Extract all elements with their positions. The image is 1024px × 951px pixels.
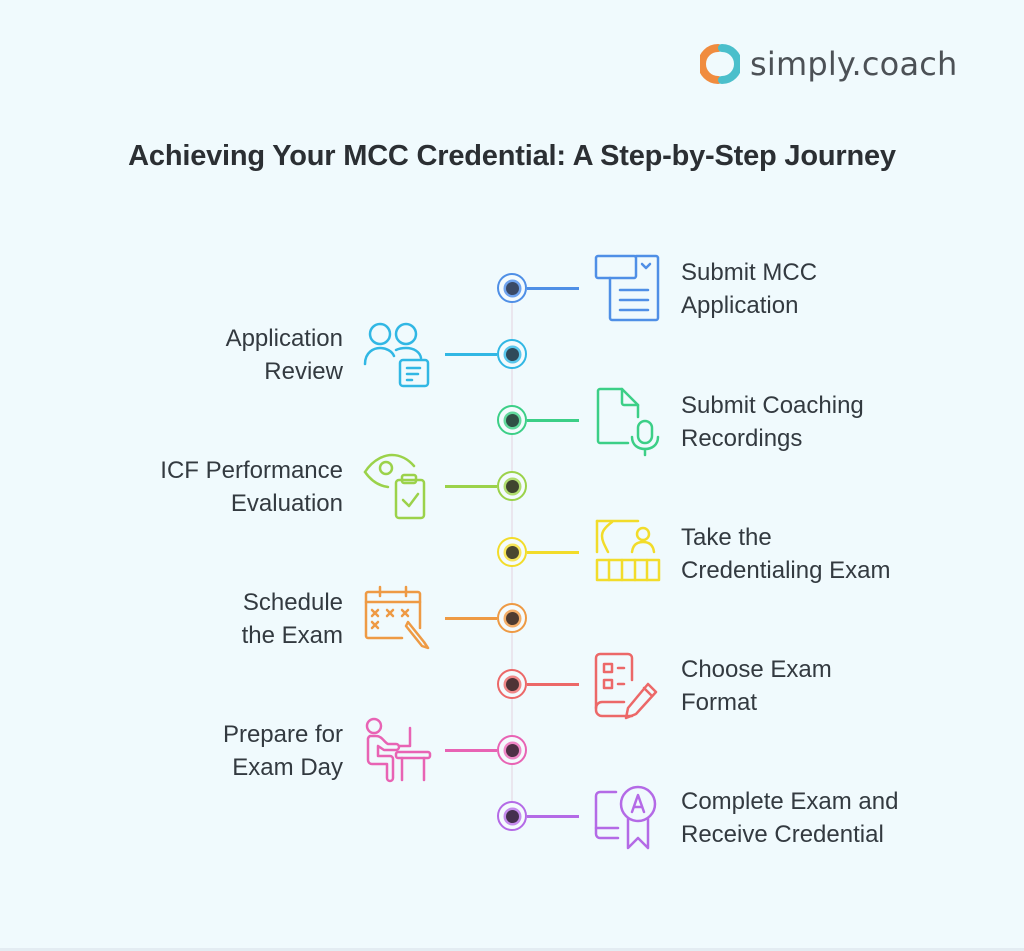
step-label: Take the Credentialing Exam bbox=[681, 524, 891, 584]
step-label: Submit MCC Application bbox=[681, 259, 818, 319]
step-node bbox=[497, 669, 527, 699]
step-connector bbox=[445, 485, 497, 488]
step-connector bbox=[445, 353, 497, 356]
award-certificate-icon bbox=[594, 785, 657, 850]
step-node bbox=[497, 471, 527, 501]
step-connector bbox=[445, 617, 497, 620]
application-form-icon bbox=[594, 254, 660, 322]
step-node bbox=[497, 603, 527, 633]
calendar-pencil-icon bbox=[364, 585, 430, 650]
brand-name: simply.coach bbox=[750, 45, 958, 83]
step-node bbox=[497, 801, 527, 831]
step-connector bbox=[527, 287, 579, 290]
exam-hall-icon bbox=[595, 519, 661, 582]
document-microphone-icon bbox=[596, 387, 660, 457]
step-connector bbox=[527, 419, 579, 422]
eye-clipboard-icon bbox=[363, 453, 426, 520]
step-connector bbox=[445, 749, 497, 752]
step-connector bbox=[527, 683, 579, 686]
step-node bbox=[497, 735, 527, 765]
person-at-desk-icon bbox=[365, 717, 432, 783]
bottom-edge bbox=[0, 948, 1024, 951]
brand-logo: simply.coach bbox=[700, 42, 958, 86]
step-connector bbox=[527, 551, 579, 554]
step-node bbox=[497, 537, 527, 567]
step-label: Prepare for Exam Day bbox=[222, 721, 343, 781]
step-label: Application Review bbox=[225, 325, 343, 385]
step-node bbox=[497, 339, 527, 369]
step-label: Schedule the Exam bbox=[241, 589, 343, 649]
step-node bbox=[497, 405, 527, 435]
step-label: Complete Exam and Receive Credential bbox=[681, 788, 899, 848]
people-review-icon bbox=[363, 322, 430, 388]
step-label: Submit Coaching Recordings bbox=[681, 392, 864, 452]
checklist-pencil-icon bbox=[594, 652, 658, 720]
simply-coach-logo-icon bbox=[700, 44, 740, 84]
step-connector bbox=[527, 815, 579, 818]
page-title: Achieving Your MCC Credential: A Step-by… bbox=[128, 140, 896, 172]
step-node bbox=[497, 273, 527, 303]
step-label: ICF Performance Evaluation bbox=[160, 457, 343, 517]
step-label: Choose Exam Format bbox=[681, 656, 832, 716]
